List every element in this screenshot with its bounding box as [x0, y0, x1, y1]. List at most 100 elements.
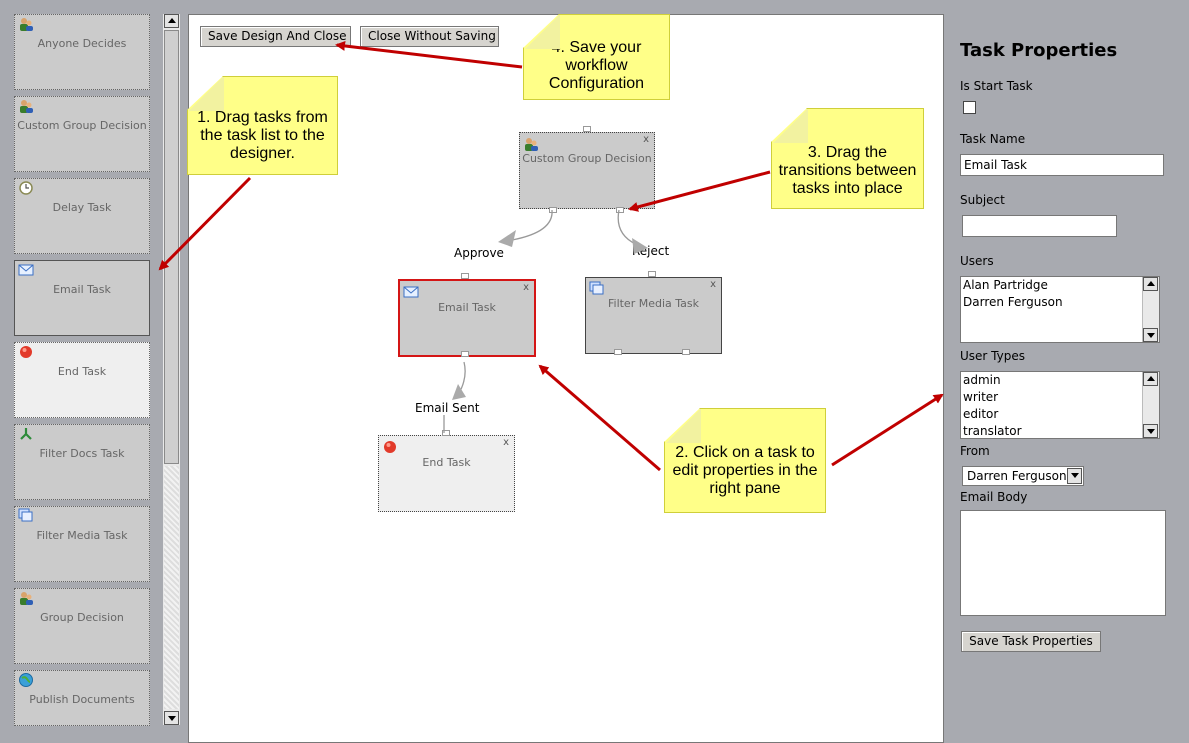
task-list-panel: Anyone Decides Custom Group Decision Del…	[0, 0, 186, 743]
task-tile-publish-documents[interactable]: Publish Documents	[14, 670, 150, 726]
task-tile-email-task[interactable]: Email Task	[14, 260, 150, 336]
designer-node-end-task[interactable]: x End Task	[378, 435, 515, 512]
node-close-icon[interactable]: x	[710, 279, 716, 290]
users-scrollbar[interactable]	[1142, 277, 1159, 342]
node-label: Filter Media Task	[607, 297, 699, 310]
users-icon	[18, 590, 34, 606]
list-item[interactable]: Alan Partridge	[963, 278, 1048, 292]
sticky-note-save-workflow: 4. Save your workflow Configuration	[523, 14, 670, 100]
task-tile-label: Publish Documents	[29, 693, 135, 706]
node-output-port[interactable]	[682, 349, 690, 355]
task-tile-end-task[interactable]: End Task	[14, 342, 150, 418]
transition-label-email-sent: Email Sent	[415, 401, 480, 415]
task-tile-label: Anyone Decides	[37, 37, 127, 50]
node-output-port[interactable]	[616, 207, 624, 213]
node-label: Email Task	[438, 301, 496, 314]
task-tile-label: Filter Media Task	[36, 529, 128, 542]
note-text: 2. Click on a task to edit properties in…	[672, 444, 818, 497]
close-without-saving-button[interactable]: Close Without Saving	[360, 26, 499, 47]
filter-tree-icon	[18, 426, 34, 442]
list-item[interactable]: Darren Ferguson	[963, 295, 1063, 309]
users-label: Users	[960, 254, 994, 268]
subject-label: Subject	[960, 193, 1005, 207]
users-icon	[18, 98, 34, 114]
from-selected-value: Darren Ferguson	[967, 469, 1067, 483]
user-types-label: User Types	[960, 349, 1025, 363]
list-item[interactable]: writer	[963, 390, 999, 404]
node-input-port[interactable]	[461, 273, 469, 279]
envelope-icon	[403, 284, 419, 300]
task-tile-filter-media-task[interactable]: Filter Media Task	[14, 506, 150, 582]
note-text: 3. Drag the transitions between tasks in…	[778, 144, 917, 197]
scroll-up-button[interactable]	[1143, 372, 1158, 386]
scroll-up-button[interactable]	[164, 14, 179, 28]
list-item[interactable]: translator	[963, 424, 1022, 438]
node-label: Custom Group Decision	[522, 152, 652, 165]
node-close-icon[interactable]: x	[503, 437, 509, 448]
designer-node-custom-group-decision[interactable]: x Custom Group Decision	[519, 132, 655, 209]
envelope-icon	[18, 262, 34, 278]
users-listbox[interactable]: Alan Partridge Darren Ferguson	[960, 276, 1160, 343]
node-label: End Task	[422, 456, 471, 469]
note-text: 4. Save your workflow Configuration	[548, 39, 645, 92]
sticky-note-click-task: 2. Click on a task to edit properties in…	[664, 408, 826, 513]
task-tile-anyone-decides[interactable]: Anyone Decides	[14, 14, 150, 90]
task-name-input[interactable]: Email Task	[960, 154, 1164, 176]
scroll-down-button[interactable]	[1143, 424, 1158, 438]
save-design-button[interactable]: Save Design And Close	[200, 26, 351, 47]
subject-input[interactable]	[962, 215, 1117, 237]
sticky-note-drag-tasks: 1. Drag tasks from the task list to the …	[187, 76, 338, 175]
node-output-port[interactable]	[461, 351, 469, 357]
scroll-thumb[interactable]	[164, 30, 179, 464]
node-output-port[interactable]	[614, 349, 622, 355]
node-input-port[interactable]	[442, 430, 450, 436]
node-output-port[interactable]	[549, 207, 557, 213]
users-icon	[523, 136, 539, 152]
task-tile-label: Group Decision	[40, 611, 124, 624]
user-types-listbox[interactable]: admin writer editor translator	[960, 371, 1160, 439]
users-icon	[18, 16, 34, 32]
list-item[interactable]: editor	[963, 407, 999, 421]
scroll-down-button[interactable]	[164, 711, 179, 725]
stop-circle-icon	[382, 439, 398, 455]
is-start-task-checkbox[interactable]	[963, 101, 976, 114]
note-text: 1. Drag tasks from the task list to the …	[197, 109, 328, 162]
from-select[interactable]: Darren Ferguson	[962, 466, 1084, 486]
list-item[interactable]: admin	[963, 373, 1001, 387]
task-tile-group-decision[interactable]: Group Decision	[14, 588, 150, 664]
task-tile-label: Filter Docs Task	[39, 447, 125, 460]
is-start-task-label: Is Start Task	[960, 79, 1033, 93]
email-body-label: Email Body	[960, 490, 1028, 504]
task-tile-delay-task[interactable]: Delay Task	[14, 178, 150, 254]
node-input-port[interactable]	[583, 126, 591, 132]
panel-title: Task Properties	[960, 40, 1118, 61]
scroll-track[interactable]	[164, 466, 179, 709]
task-tile-label: End Task	[57, 365, 107, 378]
task-name-label: Task Name	[960, 132, 1026, 146]
task-list-scrollbar[interactable]	[163, 14, 180, 725]
node-close-icon[interactable]: x	[523, 282, 529, 293]
globe-icon	[18, 672, 34, 688]
task-tile-label: Delay Task	[52, 201, 112, 214]
task-tile-custom-group-decision[interactable]: Custom Group Decision	[14, 96, 150, 172]
scroll-down-button[interactable]	[1143, 328, 1158, 342]
node-input-port[interactable]	[648, 271, 656, 277]
user-types-scrollbar[interactable]	[1142, 372, 1159, 438]
stop-circle-icon	[18, 344, 34, 360]
designer-node-email-task[interactable]: x Email Task	[398, 279, 536, 357]
media-stack-icon	[18, 508, 34, 524]
from-label: From	[960, 444, 990, 458]
sticky-note-drag-transitions: 3. Drag the transitions between tasks in…	[771, 108, 924, 209]
transition-label-approve: Approve	[454, 246, 504, 260]
chevron-down-icon[interactable]	[1067, 468, 1082, 484]
save-task-properties-button[interactable]: Save Task Properties	[961, 631, 1101, 652]
scroll-up-button[interactable]	[1143, 277, 1158, 291]
designer-node-filter-media-task[interactable]: x Filter Media Task	[585, 277, 722, 354]
clock-icon	[18, 180, 34, 196]
task-tile-label: Custom Group Decision	[17, 119, 147, 132]
node-close-icon[interactable]: x	[643, 134, 649, 145]
media-stack-icon	[589, 281, 605, 297]
task-properties-panel: Task Properties Is Start Task Task Name …	[946, 0, 1189, 743]
task-tile-filter-docs-task[interactable]: Filter Docs Task	[14, 424, 150, 500]
email-body-textarea[interactable]	[960, 510, 1166, 616]
